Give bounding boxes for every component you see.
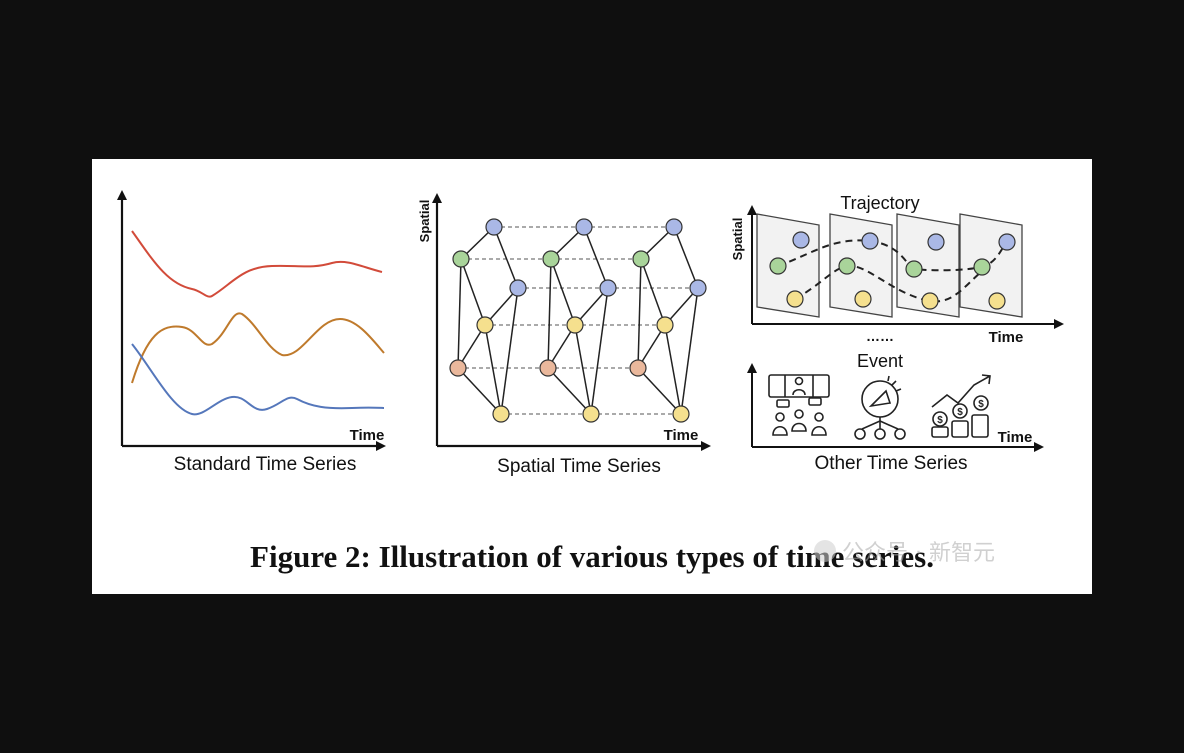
graph-node <box>449 359 467 377</box>
trajectory-node <box>769 257 787 275</box>
graph-node <box>542 250 560 268</box>
spatial-y-axis-label: Spatial <box>417 200 432 243</box>
graph-node <box>539 359 557 377</box>
graph-node <box>656 316 674 334</box>
standard-x-axis-label: Time <box>350 427 385 444</box>
trajectory-node <box>854 290 872 308</box>
trajectory-node <box>905 260 923 278</box>
graph-nodes-t3 <box>629 218 707 423</box>
graph-node <box>476 316 494 334</box>
trajectory-path-lower <box>794 264 983 303</box>
trajectory-y-axis-label: Spatial <box>730 218 745 261</box>
spatial-time-series-panel: Spatial Time <box>417 193 711 477</box>
graph-node <box>452 250 470 268</box>
graph-node <box>689 279 707 297</box>
trajectory-node <box>927 233 945 251</box>
other-time-series-panel: Trajectory Spatial <box>730 193 1064 474</box>
standard-time-series-panel: Time Standard Time Series <box>117 190 386 475</box>
figure-svg: Time Standard Time Series Spatial Time <box>117 190 1064 574</box>
trajectory-node <box>861 232 879 250</box>
svg-text:$: $ <box>978 399 984 410</box>
trajectory-ellipsis: …… <box>866 328 894 344</box>
watermark-logo-icon <box>814 540 836 562</box>
graph-node <box>485 218 503 236</box>
graph-node <box>599 279 617 297</box>
trajectory-node <box>786 290 804 308</box>
trajectory-node <box>838 257 856 275</box>
graph-node <box>492 405 510 423</box>
figure-card: Time Standard Time Series Spatial Time <box>92 159 1092 594</box>
event-subfigure: Event <box>747 351 1044 452</box>
event-x-axis-label: Time <box>998 429 1033 446</box>
blue-series-line <box>131 343 385 416</box>
standard-panel-caption: Standard Time Series <box>174 454 357 475</box>
graph-nodes-t1 <box>449 218 527 423</box>
graph-node <box>566 316 584 334</box>
graph-node <box>632 250 650 268</box>
svg-text:$: $ <box>957 407 963 418</box>
spatial-x-axis-label: Time <box>664 427 699 444</box>
graph-node <box>509 279 527 297</box>
trajectory-subfigure: Trajectory Spatial <box>730 193 1064 346</box>
other-panel-caption: Other Time Series <box>814 453 967 474</box>
orange-series-line <box>131 312 385 384</box>
money-growth-icon: $ $ $ <box>931 374 991 438</box>
graph-node <box>672 405 690 423</box>
graph-node <box>665 218 683 236</box>
watermark: 公众号 · 新智元 <box>814 540 995 566</box>
red-series-line <box>131 230 383 298</box>
graph-node <box>629 359 647 377</box>
trajectory-node <box>792 231 810 249</box>
event-title: Event <box>857 351 903 371</box>
watermark-text: 公众号 · 新智元 <box>842 541 995 566</box>
meeting-icon <box>768 374 830 436</box>
graph-node <box>582 405 600 423</box>
trajectory-node <box>998 233 1016 251</box>
graph-node <box>575 218 593 236</box>
trajectory-node <box>988 292 1006 310</box>
trajectory-title: Trajectory <box>840 193 919 213</box>
temporal-dashed-links <box>458 226 698 415</box>
trajectory-x-axis-label: Time <box>989 329 1024 346</box>
spatial-panel-caption: Spatial Time Series <box>497 456 661 477</box>
broadcast-network-icon <box>854 375 906 440</box>
svg-text:$: $ <box>937 415 943 426</box>
trajectory-node <box>973 258 991 276</box>
graph-nodes-t2 <box>539 218 617 423</box>
trajectory-node <box>921 292 939 310</box>
